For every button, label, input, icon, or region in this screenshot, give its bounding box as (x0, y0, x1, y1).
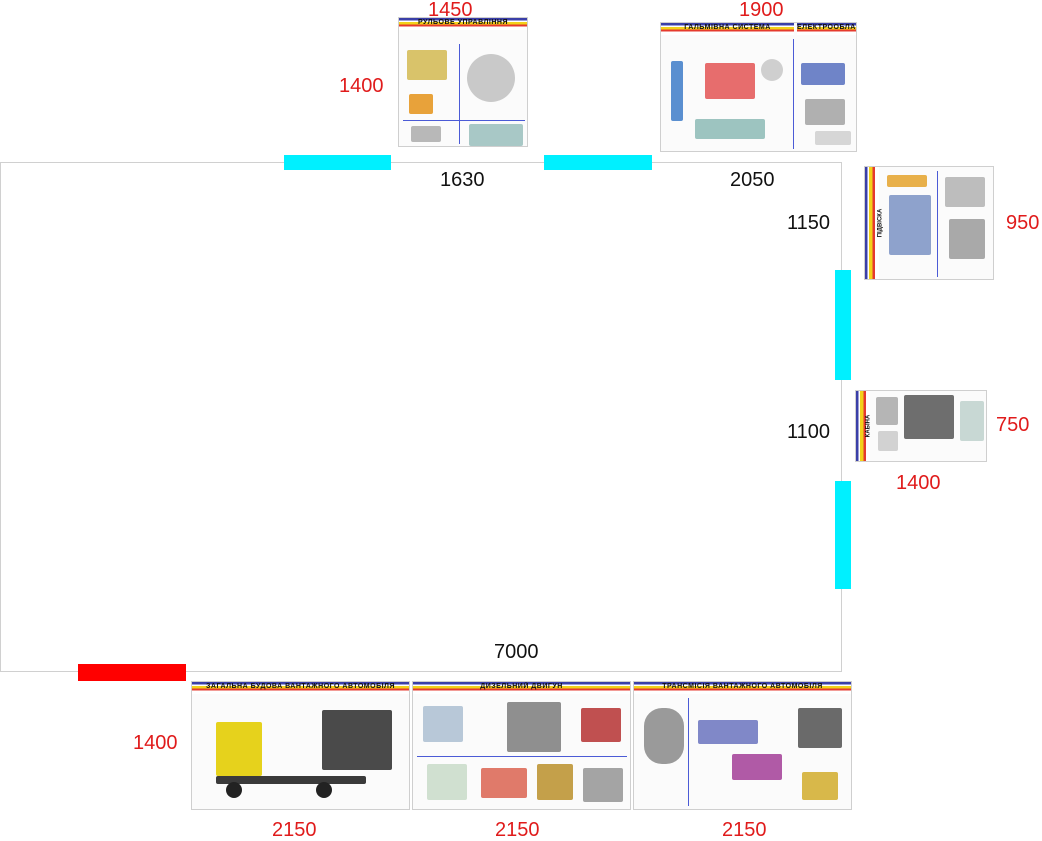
door-opening (78, 664, 186, 681)
poster-transmission-title-bar: ТРАНСМІСІЯ ВАНТАЖНОГО АВТОМОБІЛЯ (634, 682, 851, 694)
wall-dim-right-upper: 1150 (787, 212, 831, 234)
poster-brakes: ГАЛЬМІВНА СИСТЕМА ЕЛЕКТРООБЛАДН (660, 22, 857, 152)
window-opening-right-upper (835, 270, 851, 380)
general-width-dim: 2150 (272, 819, 317, 841)
poster-steering-title-bar: РУЛЬОВЕ УПРАВЛІННЯ (399, 18, 527, 30)
poster-cabin: КАБІНА (855, 390, 987, 462)
wall-dim-top-right: 2050 (730, 169, 775, 191)
wall-dim-right-lower: 1100 (787, 421, 831, 443)
poster-electrical-title: ЕЛЕКТРООБЛАДН (797, 24, 857, 31)
diesel-width-dim: 2150 (495, 819, 540, 841)
poster-diesel-title-bar: ДИЗЕЛЬНИЙ ДВИГУН (413, 682, 630, 694)
cabin-width-dim: 1400 (896, 472, 941, 494)
poster-general: ЗАГАЛЬНА БУДОВА ВАНТАЖНОГО АВТОМОБІЛЯ (191, 681, 410, 810)
poster-transmission-title: ТРАНСМІСІЯ ВАНТАЖНОГО АВТОМОБІЛЯ (662, 683, 823, 690)
poster-suspension: ПІДВІСКА (864, 166, 994, 280)
poster-steering: РУЛЬОВЕ УПРАВЛІННЯ (398, 17, 528, 147)
poster-transmission-content (638, 698, 847, 806)
poster-electrical-title-bar: ЕЛЕКТРООБЛАДН (797, 23, 856, 35)
poster-cabin-content (874, 395, 984, 457)
poster-cabin-title: КАБІНА (865, 414, 872, 438)
brakes-width-dim: 1900 (739, 0, 784, 21)
general-height-dim: 1400 (133, 732, 178, 754)
poster-general-title-bar: ЗАГАЛЬНА БУДОВА ВАНТАЖНОГО АВТОМОБІЛЯ (192, 682, 409, 694)
poster-diesel-content (417, 698, 627, 805)
window-opening-top-right (544, 155, 652, 170)
poster-brakes-title: ГАЛЬМІВНА СИСТЕМА (684, 24, 771, 31)
window-opening-right-lower (835, 481, 851, 589)
poster-suspension-title-bar: ПІДВІСКА (865, 167, 883, 279)
wall-dim-bottom: 7000 (494, 641, 539, 663)
poster-diesel-title: ДИЗЕЛЬНИЙ ДВИГУН (480, 683, 563, 690)
suspension-height-dim: 950 (1006, 212, 1040, 234)
steering-width-dim: 1450 (428, 0, 473, 21)
poster-suspension-content (883, 171, 989, 277)
wall-dim-top-left: 1630 (440, 169, 485, 191)
window-opening-top-left (284, 155, 391, 170)
poster-cabin-title-bar: КАБІНА (856, 391, 872, 461)
poster-general-title: ЗАГАЛЬНА БУДОВА ВАНТАЖНОГО АВТОМОБІЛЯ (206, 683, 395, 690)
poster-steering-title: РУЛЬОВЕ УПРАВЛІННЯ (417, 19, 508, 26)
steering-height-dim: 1400 (339, 75, 384, 97)
poster-brakes-content (665, 39, 852, 149)
poster-brakes-title-bar: ГАЛЬМІВНА СИСТЕМА (661, 23, 794, 35)
poster-diesel: ДИЗЕЛЬНИЙ ДВИГУН (412, 681, 631, 810)
transmission-width-dim: 2150 (722, 819, 767, 841)
poster-general-content (196, 698, 405, 805)
room-outline (0, 162, 842, 672)
poster-steering-content (403, 34, 525, 146)
poster-transmission: ТРАНСМІСІЯ ВАНТАЖНОГО АВТОМОБІЛЯ (633, 681, 852, 810)
cabin-height-dim: 750 (996, 414, 1030, 436)
